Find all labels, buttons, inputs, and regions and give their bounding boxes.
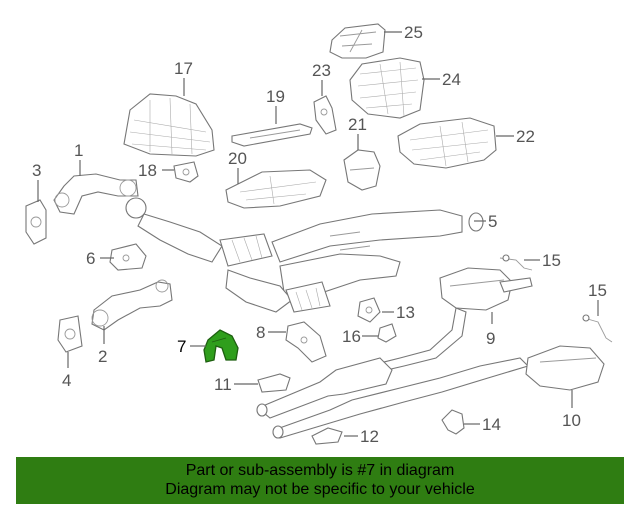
part-22-heat-shield[interactable] bbox=[397, 117, 497, 169]
part-16-hanger[interactable] bbox=[377, 323, 397, 343]
part-4-gasket[interactable] bbox=[57, 315, 83, 353]
callout-20[interactable]: 20 bbox=[228, 149, 247, 168]
part-25-bracket[interactable] bbox=[329, 23, 386, 59]
callout-6[interactable]: 6 bbox=[86, 249, 95, 268]
part-24-heat-shield[interactable] bbox=[349, 57, 425, 119]
callout-2[interactable]: 2 bbox=[98, 347, 107, 366]
part-3-gasket[interactable] bbox=[25, 199, 47, 245]
part-2-pipe[interactable] bbox=[91, 279, 173, 331]
part-6-bracket[interactable] bbox=[109, 243, 147, 271]
callout-8[interactable]: 8 bbox=[256, 323, 265, 342]
part-13-hanger[interactable] bbox=[357, 297, 381, 323]
callout-1[interactable]: 1 bbox=[74, 141, 83, 160]
part-1-front-pipe[interactable] bbox=[53, 173, 139, 215]
callout-16[interactable]: 16 bbox=[342, 327, 361, 346]
callout-15b[interactable]: 15 bbox=[588, 281, 607, 300]
callout-14[interactable]: 14 bbox=[482, 415, 501, 434]
callout-22[interactable]: 22 bbox=[516, 127, 535, 146]
part-18-bracket[interactable] bbox=[173, 161, 199, 183]
part-7-clamp-highlighted[interactable] bbox=[203, 329, 239, 363]
part-10-rear-silencer[interactable] bbox=[256, 345, 605, 439]
part-17-heat-shield[interactable] bbox=[123, 93, 215, 157]
callout-17[interactable]: 17 bbox=[174, 59, 193, 78]
part-8-bracket[interactable] bbox=[285, 321, 327, 363]
banner-line-1: Part or sub-assembly is #7 in diagram bbox=[185, 462, 455, 479]
leader-lines bbox=[37, 31, 599, 437]
callout-labels: 1 2 3 4 5 6 7 8 9 10 11 12 13 14 15 15 1… bbox=[32, 23, 607, 446]
part-15a-hanger-bracket[interactable] bbox=[499, 254, 533, 271]
part-11-bracket[interactable] bbox=[257, 373, 291, 393]
part-21-heat-shield[interactable] bbox=[343, 149, 381, 191]
callout-3[interactable]: 3 bbox=[32, 161, 41, 180]
callout-19[interactable]: 19 bbox=[266, 87, 285, 106]
callout-11[interactable]: 11 bbox=[214, 375, 232, 394]
callout-9[interactable]: 9 bbox=[486, 329, 495, 348]
callout-5[interactable]: 5 bbox=[488, 212, 497, 231]
part-5-exhaust-assembly[interactable] bbox=[125, 197, 484, 313]
part-20-heat-shield[interactable] bbox=[225, 169, 327, 209]
callout-12[interactable]: 12 bbox=[360, 427, 379, 446]
callout-13[interactable]: 13 bbox=[396, 303, 415, 322]
callout-25[interactable]: 25 bbox=[404, 23, 423, 42]
callout-18[interactable]: 18 bbox=[138, 161, 157, 180]
part-15b-hanger-bracket[interactable] bbox=[582, 314, 613, 343]
callout-4[interactable]: 4 bbox=[62, 371, 71, 390]
callout-10[interactable]: 10 bbox=[562, 411, 581, 430]
exhaust-parts-diagram: 1 2 3 4 5 6 7 8 9 10 11 12 13 14 15 15 1… bbox=[25, 23, 613, 446]
part-12-bracket[interactable] bbox=[311, 427, 343, 445]
info-banner: Part or sub-assembly is #7 in diagram Di… bbox=[16, 457, 624, 504]
callout-23[interactable]: 23 bbox=[312, 61, 331, 80]
callout-7[interactable]: 7 bbox=[177, 337, 186, 356]
part-14-clamp[interactable] bbox=[441, 409, 465, 435]
part-23-bracket[interactable] bbox=[313, 95, 337, 135]
callout-21[interactable]: 21 bbox=[348, 115, 367, 134]
banner-line-2: Diagram may not be specific to your vehi… bbox=[165, 481, 475, 498]
part-19-bracket[interactable] bbox=[231, 123, 313, 147]
callout-15a[interactable]: 15 bbox=[542, 251, 561, 270]
callout-24[interactable]: 24 bbox=[442, 70, 461, 89]
